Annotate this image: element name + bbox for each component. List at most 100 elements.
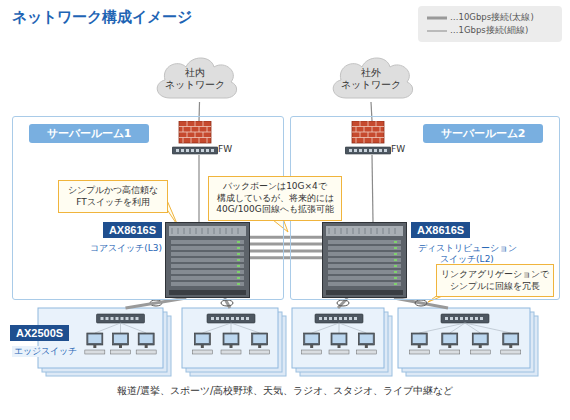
- pc-cable: [465, 323, 511, 333]
- pc-screen: [140, 335, 153, 344]
- pc-stand: [509, 345, 512, 348]
- connector: [371, 102, 372, 121]
- card-led: [394, 259, 397, 261]
- fw-switch: [345, 147, 391, 154]
- card-led: [394, 253, 397, 255]
- firewall-icon: [345, 121, 391, 155]
- connector: [198, 102, 200, 121]
- switch-port: [364, 149, 367, 152]
- fan-vent: [389, 228, 390, 234]
- fan-vent: [383, 228, 384, 234]
- legend-sample: [426, 14, 448, 22]
- lag-oval: [337, 300, 349, 306]
- brick-joint: [207, 138, 208, 144]
- card-led: [237, 259, 240, 261]
- firewall-wall: [352, 121, 384, 143]
- fan-vent: [329, 228, 330, 234]
- line-card: [171, 240, 244, 244]
- line-card: [328, 276, 401, 280]
- edge-switch: [441, 314, 489, 323]
- firewall-label: FW: [391, 144, 405, 154]
- pc-cable: [419, 323, 465, 333]
- brick-joint: [199, 127, 200, 133]
- line-card: [171, 252, 244, 256]
- pc-stand: [448, 345, 451, 348]
- pc-keyboard: [85, 350, 105, 354]
- pc-cable: [312, 323, 339, 333]
- fan-vent: [359, 228, 360, 234]
- legend-sample: [426, 27, 448, 35]
- switch-port: [181, 149, 184, 152]
- fan-vent: [214, 228, 215, 234]
- pc-keyboard: [356, 350, 376, 354]
- card-led: [237, 271, 240, 273]
- connector: [250, 249, 322, 252]
- switch-port: [344, 317, 347, 320]
- switch-port: [339, 317, 342, 320]
- switch-port: [176, 149, 179, 152]
- panel-front: [398, 308, 530, 368]
- chassis-switch: [165, 222, 250, 298]
- switch-port: [206, 149, 209, 152]
- fan-vent: [232, 228, 233, 234]
- brick-joint: [376, 132, 377, 138]
- brick-joint: [183, 127, 184, 133]
- pc-cable: [121, 323, 147, 333]
- brick-joint: [372, 138, 373, 144]
- cloud-node: 社内 ネットワーク: [150, 52, 240, 102]
- card-led: [394, 271, 397, 273]
- brick-joint: [360, 121, 361, 127]
- legend-text: …1Gbps接続(細線): [450, 25, 528, 37]
- room-heading: サーバールーム1: [29, 124, 149, 143]
- firewall-wall: [179, 121, 211, 143]
- switch-port: [359, 149, 362, 152]
- switch-port: [216, 317, 219, 320]
- pc-cable: [339, 323, 366, 333]
- legend-row: …10Gbps接続(太線): [426, 11, 554, 24]
- fan-vent: [371, 228, 372, 234]
- line-card: [171, 258, 244, 262]
- line-card: [171, 246, 244, 250]
- switch-port: [319, 317, 322, 320]
- pc-keyboard: [192, 350, 212, 354]
- model-label: AX2500S: [10, 325, 69, 341]
- switch-port: [475, 317, 478, 320]
- cloud-label: 社内 ネットワーク: [163, 67, 227, 91]
- switch-port: [384, 149, 387, 152]
- pc-stand: [230, 345, 233, 348]
- lag-ovals: [150, 300, 427, 306]
- pc-keyboard: [250, 350, 270, 354]
- pc-monitor: [252, 333, 268, 345]
- card-led: [394, 247, 397, 249]
- pc-keyboard: [329, 350, 349, 354]
- edge-switch: [315, 314, 363, 323]
- pc-monitor: [194, 333, 210, 345]
- chassis-base: [326, 290, 403, 295]
- brick-joint: [380, 127, 381, 133]
- cloud-outline: [333, 58, 412, 98]
- pc-screen: [114, 335, 127, 344]
- pc-screen: [196, 335, 209, 344]
- fan-vent: [395, 228, 396, 234]
- pc-monitor: [304, 333, 320, 345]
- fan-vent: [196, 228, 197, 234]
- switch-port: [354, 317, 357, 320]
- legend-line: [427, 30, 447, 31]
- brick-joint: [191, 138, 192, 144]
- pc-screen: [88, 335, 101, 344]
- line-card: [328, 258, 401, 262]
- pc-screen: [413, 335, 426, 344]
- connector: [250, 256, 322, 259]
- pc-monitor: [87, 333, 103, 345]
- callout-note: シンプルかつ高信頼な FTスイッチを利用: [63, 185, 163, 208]
- fan-vent: [208, 228, 209, 234]
- line-card: [171, 282, 244, 286]
- fan-vent: [178, 228, 179, 234]
- cloud-outline: [157, 58, 236, 98]
- pc-screen: [225, 335, 238, 344]
- pc-screen: [504, 335, 517, 344]
- brick-joint: [372, 127, 373, 133]
- switch-port: [379, 149, 382, 152]
- card-led: [394, 265, 397, 267]
- brick-joint: [356, 138, 357, 144]
